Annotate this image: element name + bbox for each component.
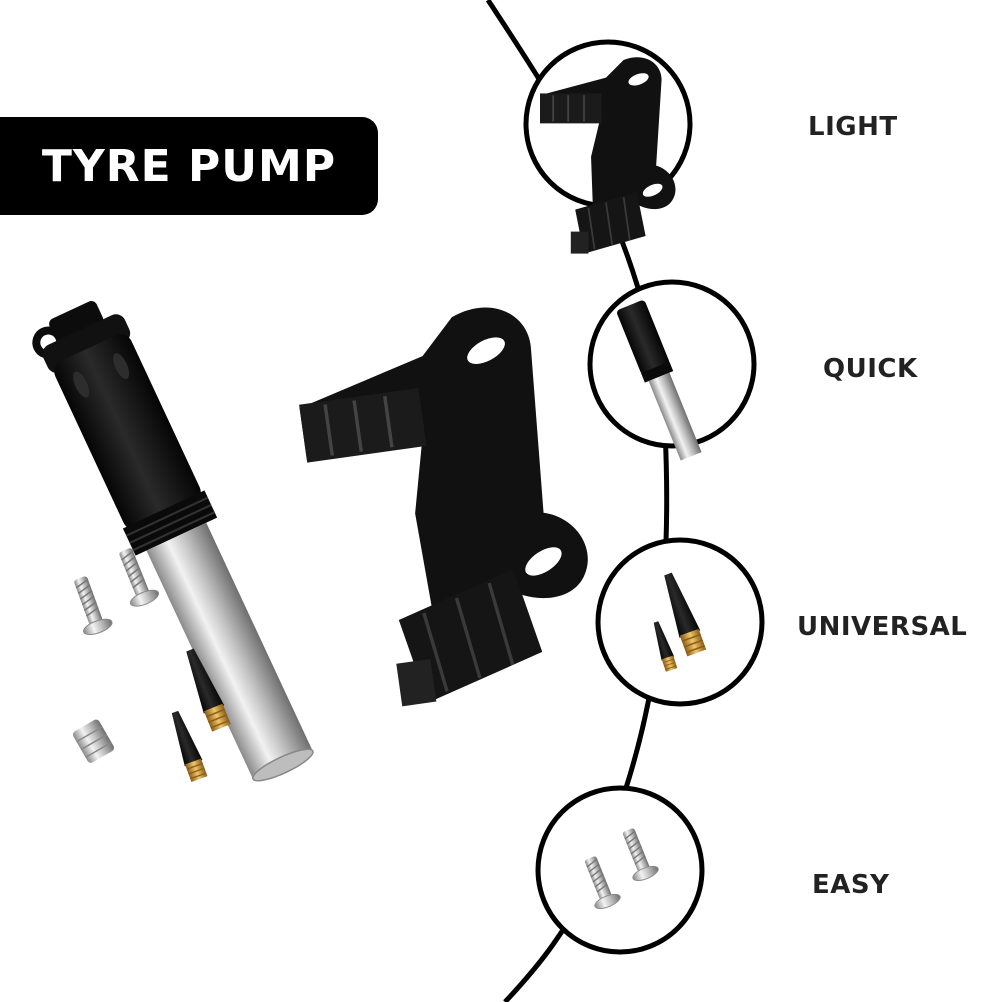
- feature-label-quick: QUICK: [823, 354, 918, 384]
- feature-circle-easy: [535, 785, 705, 955]
- page-title: TYRE PUMP: [41, 140, 337, 192]
- feature-label-easy: EASY: [812, 870, 890, 900]
- feature-label-universal: UNIVERSAL: [797, 612, 968, 642]
- pump-product-image: [32, 301, 314, 782]
- feature-label-light: LIGHT: [808, 112, 898, 142]
- feature-circle-quick: [587, 279, 757, 461]
- feature-circle-universal: [595, 537, 765, 707]
- feature-circle-light: [523, 39, 693, 255]
- accessories-image: [39, 543, 233, 783]
- mount-bracket-product-image: [287, 296, 607, 717]
- title-banner: TYRE PUMP: [0, 117, 378, 215]
